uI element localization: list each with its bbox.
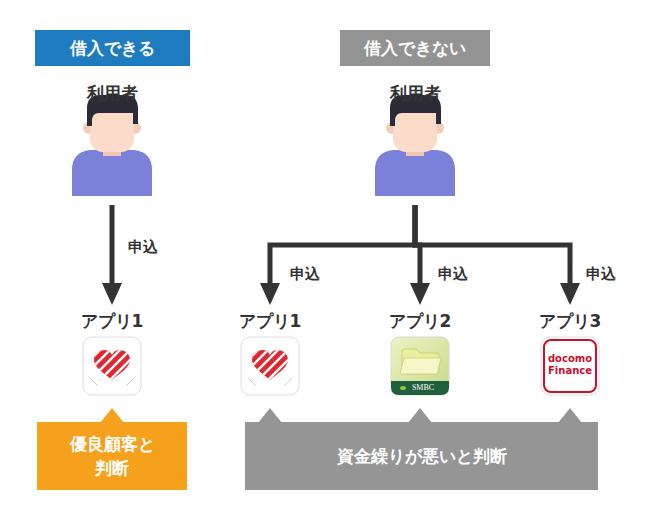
icon-accent-line [284, 378, 292, 386]
callout-tail [100, 408, 124, 423]
person-illustration [72, 95, 152, 196]
callout-tail [258, 408, 282, 423]
edge-label: 申込 [586, 265, 616, 284]
person-body [375, 150, 455, 196]
heart-stripe [246, 334, 294, 382]
app-icon-node: アプリ1 [220, 303, 320, 396]
heart-mark [246, 334, 294, 382]
status-band: 借入できる [35, 30, 190, 66]
heart-stripe [246, 334, 284, 372]
heart-mark [88, 334, 136, 382]
heart-app-icon [241, 334, 299, 395]
edge-label: 申込 [290, 265, 320, 284]
smbc-app-icon [391, 337, 449, 395]
icon-text: docomo Finance [545, 353, 595, 377]
heart-stripe [98, 344, 136, 382]
node-label: 利用者 [365, 82, 465, 104]
leaf-mark [400, 386, 406, 390]
icon-frame [241, 337, 299, 395]
node-label: 利用者 [62, 82, 162, 104]
icon-accent-line [126, 378, 134, 386]
user-figure: 利用者 [365, 75, 465, 205]
heart-stripe [266, 354, 294, 382]
node-label: アプリ3 [520, 310, 620, 332]
docomo-app-icon [541, 337, 599, 395]
icon-frame [541, 337, 599, 395]
icon-frame [391, 337, 449, 395]
app-icon-node: アプリ1 [62, 303, 162, 396]
folder-front [400, 358, 441, 374]
heart-stripe [88, 334, 126, 372]
icon-frame [83, 337, 141, 395]
flow-arrow [415, 205, 570, 293]
verdict-callout: 資金繰りが悪いと判断 [245, 422, 598, 490]
heart-stripe [256, 344, 294, 382]
heart-stripe [88, 334, 136, 382]
heart-app-icon [83, 334, 141, 395]
edge-label: 申込 [438, 265, 468, 284]
icon-band [391, 381, 449, 395]
callout-tail [408, 408, 432, 423]
flow-arrow [415, 205, 420, 293]
node-label: 優良顧客と 判断 [62, 432, 162, 480]
node-label: アプリ1 [62, 310, 162, 332]
flow-arrow [110, 205, 115, 293]
node-label: 借入できない [364, 37, 466, 60]
verdict-callout: 優良顧客と 判断 [37, 422, 187, 490]
app-icon-node: アプリ2SMBC [370, 303, 470, 396]
person-body [72, 150, 152, 196]
node-label: アプリ2 [370, 310, 470, 332]
person-illustration [375, 95, 455, 196]
icon-accent-line [90, 378, 98, 386]
edge-label: 申込 [128, 238, 158, 257]
node-label: アプリ1 [220, 310, 320, 332]
heart-stripe [108, 354, 136, 382]
user-figure: 利用者 [62, 75, 162, 205]
icon-accent-line [248, 378, 256, 386]
callout-tail [558, 408, 582, 423]
app-icon-node: アプリ3 docomo Finance [520, 303, 620, 396]
status-band: 借入できない [340, 30, 490, 66]
node-label: 資金繰りが悪いと判断 [337, 445, 507, 468]
icon-inner-frame [544, 340, 596, 392]
node-label: 借入できる [70, 37, 155, 60]
icon-text: SMBC [391, 381, 449, 395]
flow-arrow [270, 205, 415, 293]
